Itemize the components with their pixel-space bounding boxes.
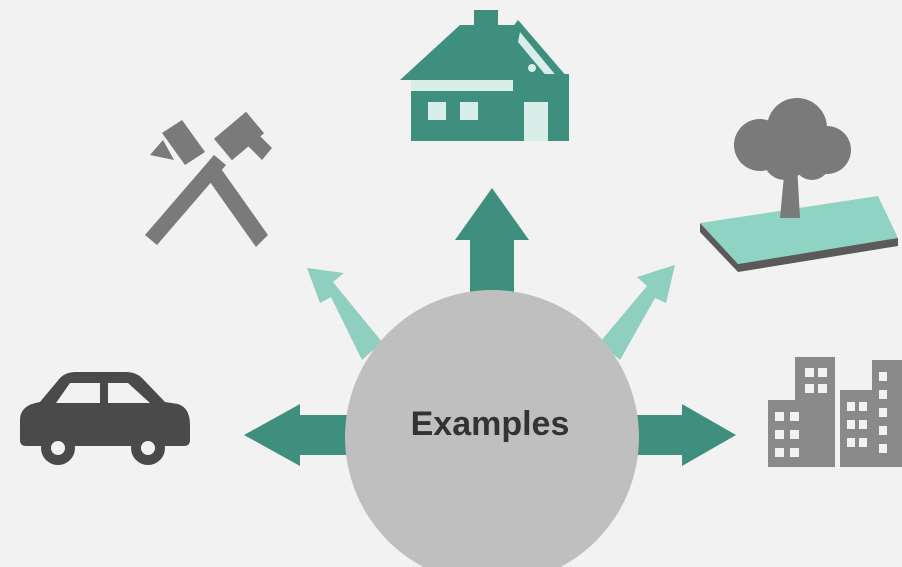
arrow-upper-left	[307, 268, 382, 360]
arrow-right	[625, 404, 736, 466]
house-icon	[400, 10, 569, 141]
buildings-icon	[768, 357, 902, 467]
arrow-upper-right	[600, 265, 675, 360]
tree-land-icon	[700, 98, 898, 272]
arrow-up	[455, 188, 529, 312]
center-circle	[345, 290, 639, 567]
tools-icon	[145, 111, 272, 247]
car-icon	[20, 372, 190, 465]
arrow-left	[244, 404, 355, 466]
center-label: Examples	[410, 405, 570, 443]
